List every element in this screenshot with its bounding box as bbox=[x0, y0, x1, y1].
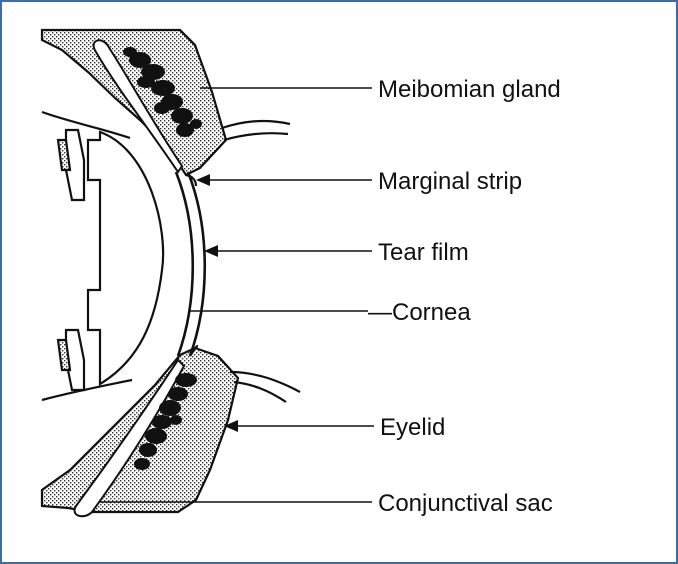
cornea-outer-surface bbox=[188, 172, 205, 356]
label-conjunctival-sac: Conjunctival sac bbox=[378, 490, 553, 517]
label-cornea: —Cornea bbox=[368, 299, 471, 326]
label-eyelid: Eyelid bbox=[380, 414, 445, 441]
globe-outline-upper bbox=[42, 112, 130, 138]
iris-structure bbox=[58, 130, 84, 390]
globe-outline-lower bbox=[42, 380, 132, 400]
lens-shape bbox=[88, 132, 163, 384]
arrow-marginal-strip bbox=[196, 174, 210, 186]
label-meibomian-gland: Meibomian gland bbox=[378, 76, 561, 103]
upper-lash-2 bbox=[224, 133, 288, 140]
label-tear-film: Tear film bbox=[378, 239, 469, 266]
label-marginal-strip: Marginal strip bbox=[378, 168, 522, 195]
arrow-tear-film bbox=[204, 245, 218, 257]
lower-lash-2 bbox=[234, 382, 286, 402]
cornea-inner-surface bbox=[176, 172, 193, 356]
upper-lash-1 bbox=[222, 121, 290, 128]
